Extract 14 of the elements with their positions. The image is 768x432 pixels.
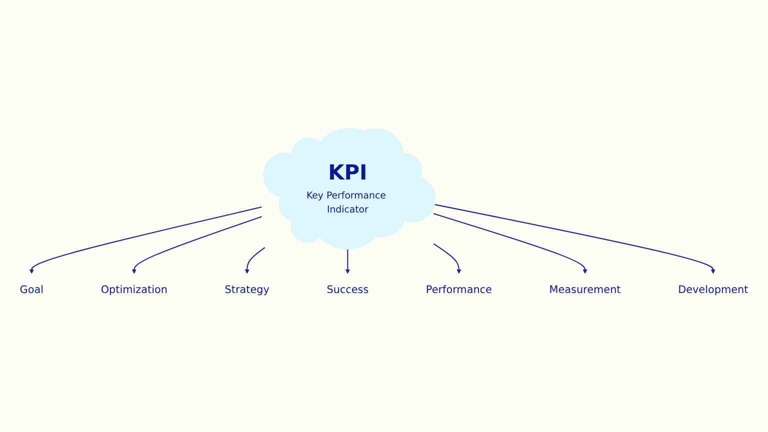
arrow [132, 216, 262, 274]
arrow [29, 206, 262, 274]
node-text: Strategy [224, 282, 270, 295]
node-text: Performance [426, 282, 492, 295]
arrow [345, 247, 350, 274]
node-text: Optimization [100, 282, 168, 295]
node-text: Goal [20, 282, 44, 295]
arrow [434, 203, 716, 274]
arrow [433, 242, 462, 274]
node-text: Development [678, 282, 748, 295]
node-text: Success [326, 282, 369, 295]
node-text: Measurement [549, 282, 621, 295]
arrow [244, 246, 266, 274]
arrow [433, 212, 588, 274]
